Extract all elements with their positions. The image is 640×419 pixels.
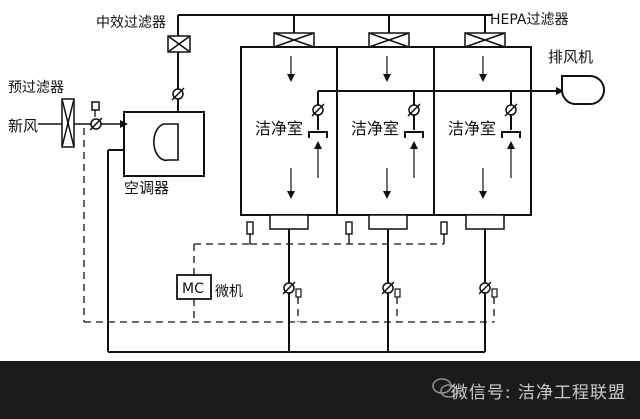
hepa-filter-boxes bbox=[273, 32, 506, 48]
ahu-fan-icon bbox=[153, 123, 179, 162]
mc-label: MC bbox=[182, 281, 204, 297]
fresh-air-label: 新风 bbox=[8, 117, 38, 135]
return-outlets bbox=[269, 214, 505, 230]
damper-icon bbox=[282, 281, 492, 295]
hepa-filter-label: HEPA过滤器 bbox=[490, 12, 569, 28]
wechat-icon bbox=[432, 378, 458, 398]
clean-room-label: 洁净室 bbox=[448, 119, 496, 138]
supply-flow-arrows bbox=[287, 56, 487, 199]
exhaust-fan-icon bbox=[560, 75, 605, 105]
control-signal-lines bbox=[83, 110, 495, 323]
damper-icon bbox=[89, 101, 103, 131]
clean-room-label: 洁净室 bbox=[351, 119, 399, 138]
mc-box bbox=[176, 274, 212, 300]
watermark-text: 微信号: 洁净工程联盟 bbox=[450, 383, 626, 403]
sensor-icons bbox=[246, 221, 448, 244]
supply-duct bbox=[177, 14, 492, 112]
exhaust-grilles bbox=[308, 131, 521, 138]
pre-filter-label: 预过滤器 bbox=[8, 80, 64, 96]
cleanroom-hvac-diagram: 中效过滤器 HEPA过滤器 预过滤器 新风 空调器 排风机 微机 bbox=[8, 12, 605, 353]
watermark-banner bbox=[0, 361, 640, 419]
ahu-label: 空调器 bbox=[124, 179, 169, 197]
medium-filter-label: 中效过滤器 bbox=[96, 15, 166, 31]
clean-room-label: 洁净室 bbox=[255, 119, 303, 138]
pre-filter-box bbox=[61, 98, 75, 148]
damper-icon bbox=[311, 103, 518, 117]
actuator-icons bbox=[295, 288, 498, 298]
microcomputer-label: 微机 bbox=[215, 284, 243, 300]
damper-icon bbox=[171, 87, 185, 101]
exhaust-flow-arrows bbox=[314, 141, 515, 178]
exhaust-fan-label: 排风机 bbox=[548, 48, 593, 66]
medium-filter-box bbox=[167, 35, 191, 53]
